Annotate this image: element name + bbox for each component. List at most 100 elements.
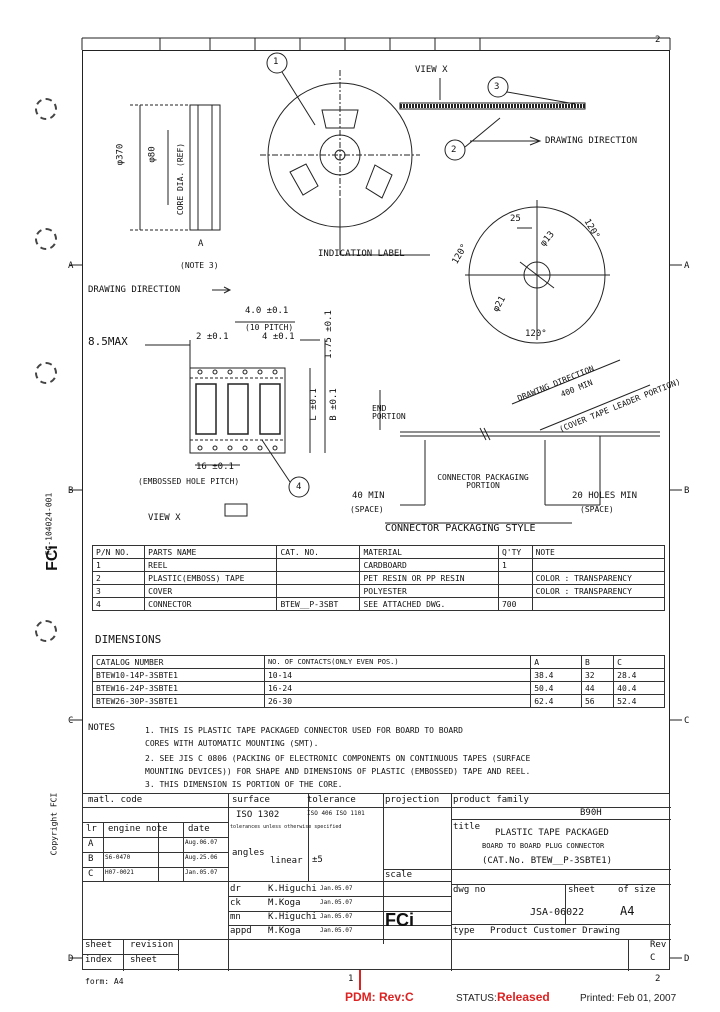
reel-front-view	[260, 52, 586, 256]
packaging-style-title: CONNECTOR PACKAGING STYLE	[385, 523, 536, 534]
tolerance-value: ISO 406 ISO 1101	[307, 810, 365, 817]
tape-dim-175: 1.75 ±0.1	[323, 310, 334, 359]
dim-header: C	[613, 655, 665, 669]
bom-cell: COLOR : TRANSPARENCY	[531, 571, 666, 585]
type-value: Product Customer Drawing	[490, 926, 621, 936]
binder-hole-1	[35, 98, 57, 120]
hub-dim-25: 25	[510, 214, 521, 224]
bom-cell: PLASTIC(EMBOSS) TAPE	[144, 571, 278, 585]
tolerance-note: tolerances unless otherwise specified	[230, 824, 342, 830]
rev-header-engine: engine note	[108, 824, 168, 834]
sign-name: K.Higuchi	[268, 884, 317, 894]
bom-cell	[497, 571, 533, 585]
bom-cell	[497, 584, 533, 598]
dimensions-table: CATALOG NUMBER NO. OF CONTACTS(ONLY EVEN…	[92, 655, 665, 708]
row-mark-c-right: C	[684, 716, 690, 726]
row-mark-a-right: A	[684, 261, 690, 271]
view-x-label: VIEW X	[415, 65, 448, 75]
bom-cell	[531, 597, 666, 611]
angles-label: angles	[232, 848, 265, 858]
tape-hole-pitch: (EMBOSSED HOLE PITCH)	[138, 477, 240, 486]
indication-label: INDICATION LABEL	[318, 249, 405, 259]
rev-c-note: H07-0021	[105, 869, 134, 876]
bom-header: Q'TY	[497, 545, 533, 559]
binder-hole-3	[35, 362, 57, 384]
title-line-3: (CAT.No. BTEW__P-3SBTE1)	[482, 856, 613, 866]
bom-cell: 3	[91, 584, 146, 598]
tape-drawing-direction: DRAWING DIRECTION	[88, 285, 181, 295]
bom-cell	[276, 571, 361, 585]
tape-pitch: 4.0 ±0.1	[245, 306, 289, 316]
balloon-1: 1	[273, 57, 279, 67]
dim-cell: 44	[580, 681, 615, 695]
tape-dim-l: L ±0.1	[308, 388, 319, 421]
surface-value: ISO 1302	[236, 810, 280, 820]
linear-label: linear	[270, 856, 303, 866]
bom-cell: REEL	[144, 558, 278, 572]
tape-dim-4: 4 ±0.1	[262, 332, 295, 342]
sign-name: M.Koga	[268, 926, 301, 936]
sheet-label: sheet	[568, 885, 596, 895]
sign-role: appd	[230, 926, 252, 936]
sign-name: K.Higuchi	[268, 912, 317, 922]
bom-header: CAT. NO.	[276, 545, 361, 559]
revision-1: revision	[130, 940, 174, 950]
binder-hole-2	[35, 228, 57, 250]
rev-value: C	[650, 953, 656, 963]
title-line-1: PLASTIC TAPE PACKAGED	[495, 828, 609, 838]
sign-date: Jan.05.07	[320, 899, 353, 906]
reel-side-view	[130, 104, 221, 231]
product-family-label: product family	[453, 795, 529, 805]
leader-end-portion: END PORTION	[372, 404, 406, 421]
col-mark-bottom-1: 1	[348, 974, 354, 984]
size-value: A4	[620, 904, 635, 918]
title-block	[82, 793, 671, 971]
note-line: 2. SEE JIS C 0806 (PACKING OF ELECTRONIC…	[145, 754, 531, 763]
leader-40-min: 40 MIN	[352, 491, 385, 501]
sheet-of: of	[618, 885, 629, 895]
row-mark-b-left: B	[68, 486, 74, 496]
leader-connector-portion: CONNECTOR PACKAGING PORTION	[437, 473, 529, 490]
title-line-2: BOARD TO BOARD PLUG CONNECTOR	[482, 842, 605, 850]
reel-core-dia: CORE DIA. (REF)	[176, 142, 186, 216]
fci-logo: FCi	[385, 910, 414, 930]
matl-code-label: matl. code	[88, 795, 143, 805]
bom-header: P/N NO.	[91, 545, 146, 559]
binder-hole-4	[35, 620, 57, 642]
note-line: 1. THIS IS PLASTIC TAPE PACKAGED CONNECT…	[145, 726, 463, 735]
form-label: form: A4	[85, 977, 124, 986]
notes-label: NOTES	[88, 723, 116, 733]
printed-date: Printed: Feb 01, 2007	[580, 993, 677, 1004]
bom-cell: CARDBOARD	[359, 558, 499, 572]
dimensions-header-row: CATALOG NUMBER NO. OF CONTACTS(ONLY EVEN…	[92, 655, 665, 669]
sheet-index-1: sheet	[85, 940, 113, 950]
balloon-2: 2	[451, 145, 457, 155]
col-mark-bottom-2: 2	[655, 974, 661, 984]
sign-role: ck	[230, 898, 241, 908]
dim-cell: 52.4	[613, 694, 665, 708]
row-mark-d-left: D	[68, 954, 74, 964]
dwg-no-label: dwg no	[453, 885, 486, 895]
dim-cell: 50.4	[530, 681, 582, 695]
bom-cell	[276, 584, 361, 598]
status-label: STATUS:	[456, 993, 497, 1004]
drawing-direction-label: DRAWING DIRECTION	[545, 136, 638, 146]
hub-angle-3: 120°	[525, 329, 547, 339]
reel-note-3: (NOTE 3)	[180, 261, 219, 270]
size-label: size	[634, 885, 656, 895]
note-line: CORES WITH AUTOMATIC MOUNTING (SMT).	[145, 739, 319, 748]
dim-header: B	[580, 655, 615, 669]
dim-cell: BTEW10-14P-3SBTE1	[92, 668, 265, 682]
dim-cell: 28.4	[613, 668, 665, 682]
dim-cell: 62.4	[530, 694, 582, 708]
bom-cell: CONNECTOR	[144, 597, 278, 611]
row-mark-d-right: D	[684, 954, 690, 964]
tape-dim-b: B ±0.1	[328, 388, 339, 421]
bom-header: PARTS NAME	[144, 545, 278, 559]
